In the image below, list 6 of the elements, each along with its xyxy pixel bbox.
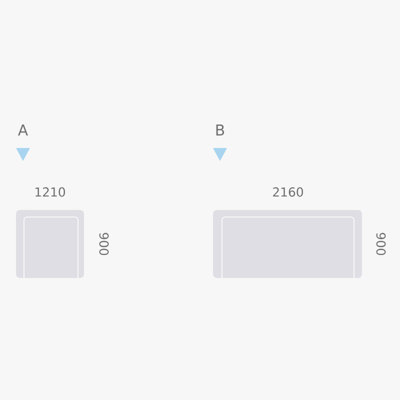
dimension-label: 900 bbox=[376, 232, 386, 256]
item-letter: A bbox=[18, 124, 28, 136]
dimension-label: 900 bbox=[99, 232, 109, 256]
item-letter: B bbox=[216, 124, 224, 136]
dimension-label: 1210 bbox=[36, 187, 65, 197]
dimension-label: 2160 bbox=[273, 187, 303, 197]
